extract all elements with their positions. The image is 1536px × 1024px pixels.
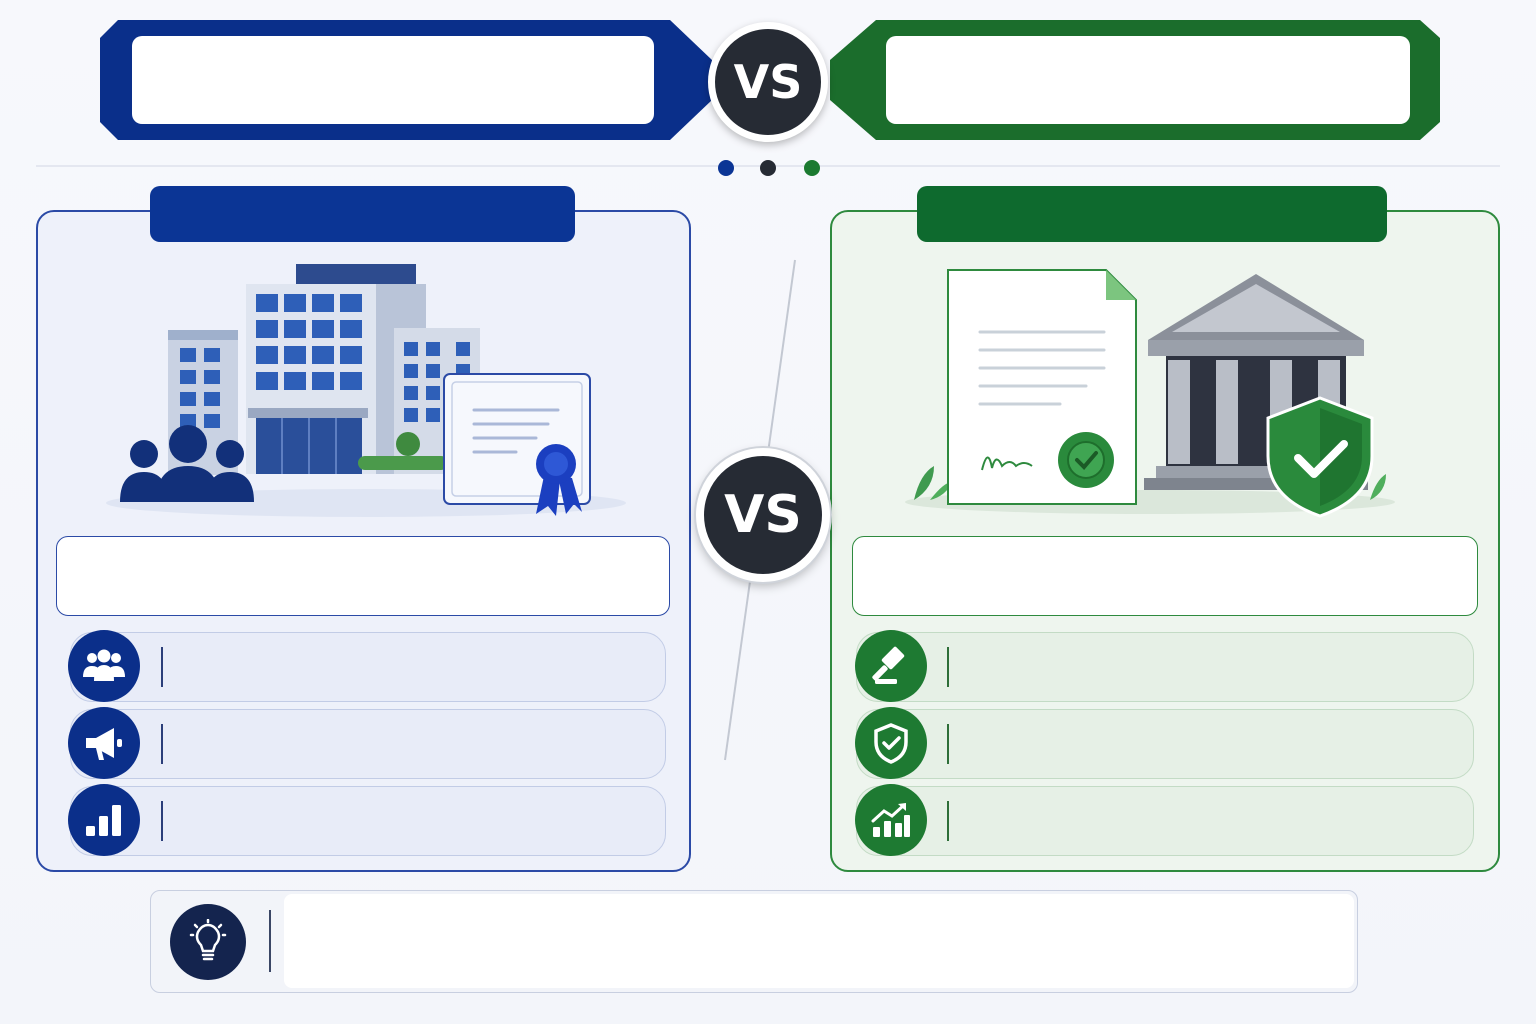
- right-row-1: [856, 632, 1474, 702]
- right-title-box: [886, 36, 1410, 124]
- shield-check-icon: [855, 707, 927, 779]
- dot-dark: [760, 160, 776, 176]
- left-row-1: [70, 632, 666, 702]
- dot-blue: [718, 160, 734, 176]
- signed-document-icon: [947, 269, 1137, 505]
- lightbulb-icon: [170, 904, 246, 980]
- right-row-3: [856, 786, 1474, 856]
- footer-text-box: [284, 894, 1354, 988]
- left-row-3: [70, 786, 666, 856]
- dot-green: [804, 160, 820, 176]
- footer-divider: [269, 910, 271, 972]
- growth-chart-icon: [855, 784, 927, 856]
- left-row-2: [70, 709, 666, 779]
- team-icon: [68, 630, 140, 702]
- header-vs-label: VS: [733, 55, 803, 109]
- right-summary-box: [852, 536, 1478, 616]
- legal-illustration: [905, 269, 1395, 518]
- header-vs-badge: VS: [708, 22, 828, 142]
- corporate-illustration: [106, 264, 626, 517]
- bar-chart-icon: [68, 784, 140, 856]
- people-group-icon: [120, 425, 254, 502]
- left-panel-label: [150, 186, 575, 242]
- left-summary-box: [56, 536, 670, 616]
- right-panel-label: [917, 186, 1387, 242]
- center-vs-label: VS: [724, 485, 802, 545]
- center-vs-badge: VS: [696, 448, 830, 582]
- gavel-icon: [855, 630, 927, 702]
- certificate-icon: [443, 373, 591, 516]
- shield-check-illustration-icon: [1266, 396, 1374, 518]
- megaphone-icon: [68, 707, 140, 779]
- right-row-2: [856, 709, 1474, 779]
- left-title-box: [132, 36, 654, 124]
